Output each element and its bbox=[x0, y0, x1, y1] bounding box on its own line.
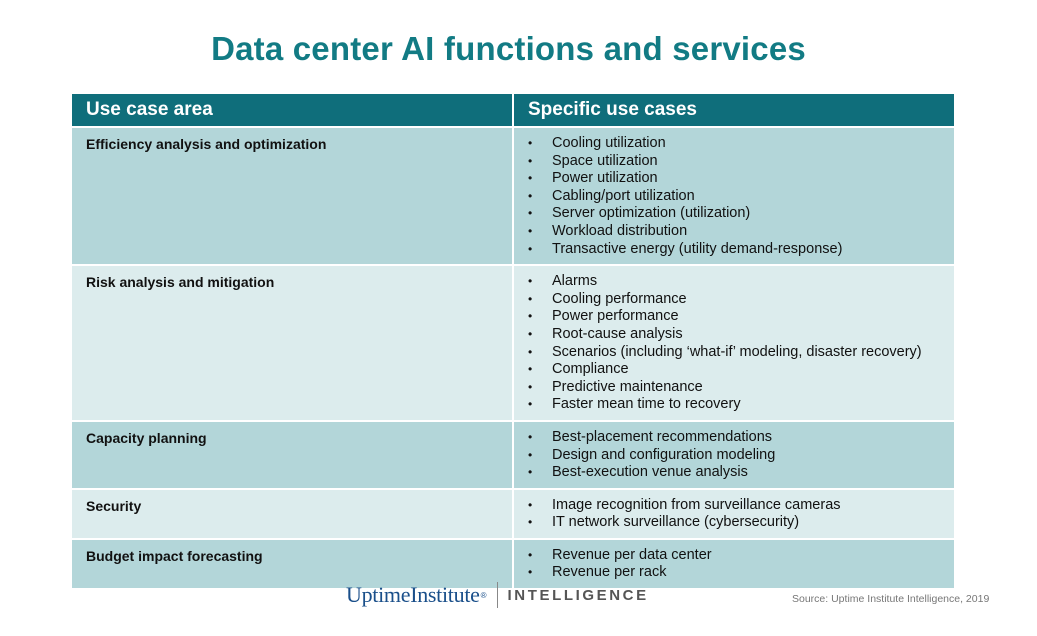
bullet-icon: • bbox=[528, 136, 533, 150]
bullet-icon: • bbox=[528, 188, 533, 203]
bullet-icon: • bbox=[528, 547, 533, 562]
use-case-list: •Image recognition from surveillance cam… bbox=[514, 490, 954, 538]
bullet-icon: • bbox=[528, 206, 533, 221]
bullet-icon: • bbox=[528, 429, 533, 444]
list-item: •Transactive energy (utility demand-resp… bbox=[528, 240, 843, 257]
table-row: Capacity planning •Best-placement recomm… bbox=[72, 420, 954, 490]
bullet-icon: • bbox=[528, 274, 533, 289]
use-case-list: •Cooling utilization •Space utilization … bbox=[514, 128, 954, 264]
logo-intelligence-label: INTELLIGENCE bbox=[507, 586, 649, 604]
bullet-icon: • bbox=[528, 223, 533, 238]
list-item: •Cooling utilization bbox=[528, 135, 666, 151]
list-item: •Root-cause analysis bbox=[528, 325, 683, 342]
use-case-area: Budget impact forecasting bbox=[86, 547, 263, 564]
table-row: Risk analysis and mitigation •Alarms •Co… bbox=[72, 265, 954, 422]
list-item: •Cooling performance bbox=[528, 290, 687, 307]
page-title: Data center AI functions and services bbox=[211, 30, 806, 67]
table-header-row: Use case area Specific use cases bbox=[72, 94, 954, 128]
bullet-icon: • bbox=[528, 362, 533, 377]
bullet-icon: • bbox=[528, 326, 533, 341]
list-item: •Compliance bbox=[528, 361, 629, 378]
bullet-icon: • bbox=[528, 465, 533, 480]
bullet-icon: • bbox=[528, 241, 533, 256]
list-item: •Revenue per rack bbox=[528, 564, 667, 581]
use-case-list: •Alarms •Cooling performance •Power perf… bbox=[514, 266, 954, 420]
bullet-icon: • bbox=[528, 515, 533, 530]
use-case-list: •Revenue per data center •Revenue per ra… bbox=[514, 540, 954, 588]
use-case-area: Efficiency analysis and optimization bbox=[86, 136, 327, 152]
table-row: Efficiency analysis and optimization •Co… bbox=[72, 127, 954, 267]
list-item: •Server optimization (utilization) bbox=[528, 205, 751, 222]
bullet-icon: • bbox=[528, 397, 533, 412]
bullet-icon: • bbox=[528, 171, 533, 186]
list-item: •Cabling/port utilization bbox=[528, 187, 695, 204]
list-item: •Predictive maintenance bbox=[528, 378, 703, 395]
table-row: Security •Image recognition from surveil… bbox=[72, 488, 954, 540]
list-item: •Workload distribution bbox=[528, 222, 688, 239]
bullet-icon: • bbox=[528, 153, 533, 168]
bullet-icon: • bbox=[528, 379, 533, 394]
bullet-icon: • bbox=[528, 497, 533, 512]
logo-divider bbox=[496, 582, 498, 608]
use-case-list: •Best-placement recommendations •Design … bbox=[514, 422, 954, 488]
bullet-icon: • bbox=[528, 344, 533, 359]
header-specific-use-cases: Specific use cases bbox=[513, 94, 954, 128]
list-item: •Best-execution venue analysis bbox=[528, 464, 748, 481]
registered-mark: ® bbox=[480, 590, 487, 600]
logo-wordmark: UptimeInstitute bbox=[346, 582, 480, 607]
list-item: •Scenarios (including ‘what-if’ modeling… bbox=[528, 343, 922, 360]
bullet-icon: • bbox=[528, 309, 533, 324]
list-item: •Power performance bbox=[528, 308, 679, 325]
list-item: •Power utilization bbox=[528, 170, 658, 187]
list-item: •Best-placement recommendations bbox=[528, 428, 773, 445]
list-item: •Image recognition from surveillance cam… bbox=[528, 496, 841, 513]
use-case-area: Security bbox=[86, 497, 142, 514]
use-case-area: Risk analysis and mitigation bbox=[86, 274, 275, 291]
uptime-institute-logo: UptimeInstitute ® INTELLIGENCE bbox=[346, 580, 649, 610]
list-item: •Alarms bbox=[528, 273, 598, 290]
list-item: •Design and configuration modeling bbox=[528, 446, 776, 463]
list-item: •IT network surveillance (cybersecurity) bbox=[528, 514, 800, 531]
table-row: Budget impact forecasting •Revenue per d… bbox=[72, 538, 954, 591]
bullet-icon: • bbox=[528, 291, 533, 306]
header-use-case-area: Use case area bbox=[72, 94, 514, 128]
bullet-icon: • bbox=[528, 447, 533, 462]
source-note: Source: Uptime Institute Intelligence, 2… bbox=[792, 593, 990, 605]
list-item: •Faster mean time to recovery bbox=[528, 396, 741, 413]
list-item: •Revenue per data center bbox=[528, 546, 712, 563]
list-item: •Space utilization bbox=[528, 152, 658, 169]
use-case-area: Capacity planning bbox=[86, 429, 207, 446]
use-case-table: Use case area Specific use cases Efficie… bbox=[72, 94, 954, 591]
bullet-icon: • bbox=[528, 565, 533, 580]
